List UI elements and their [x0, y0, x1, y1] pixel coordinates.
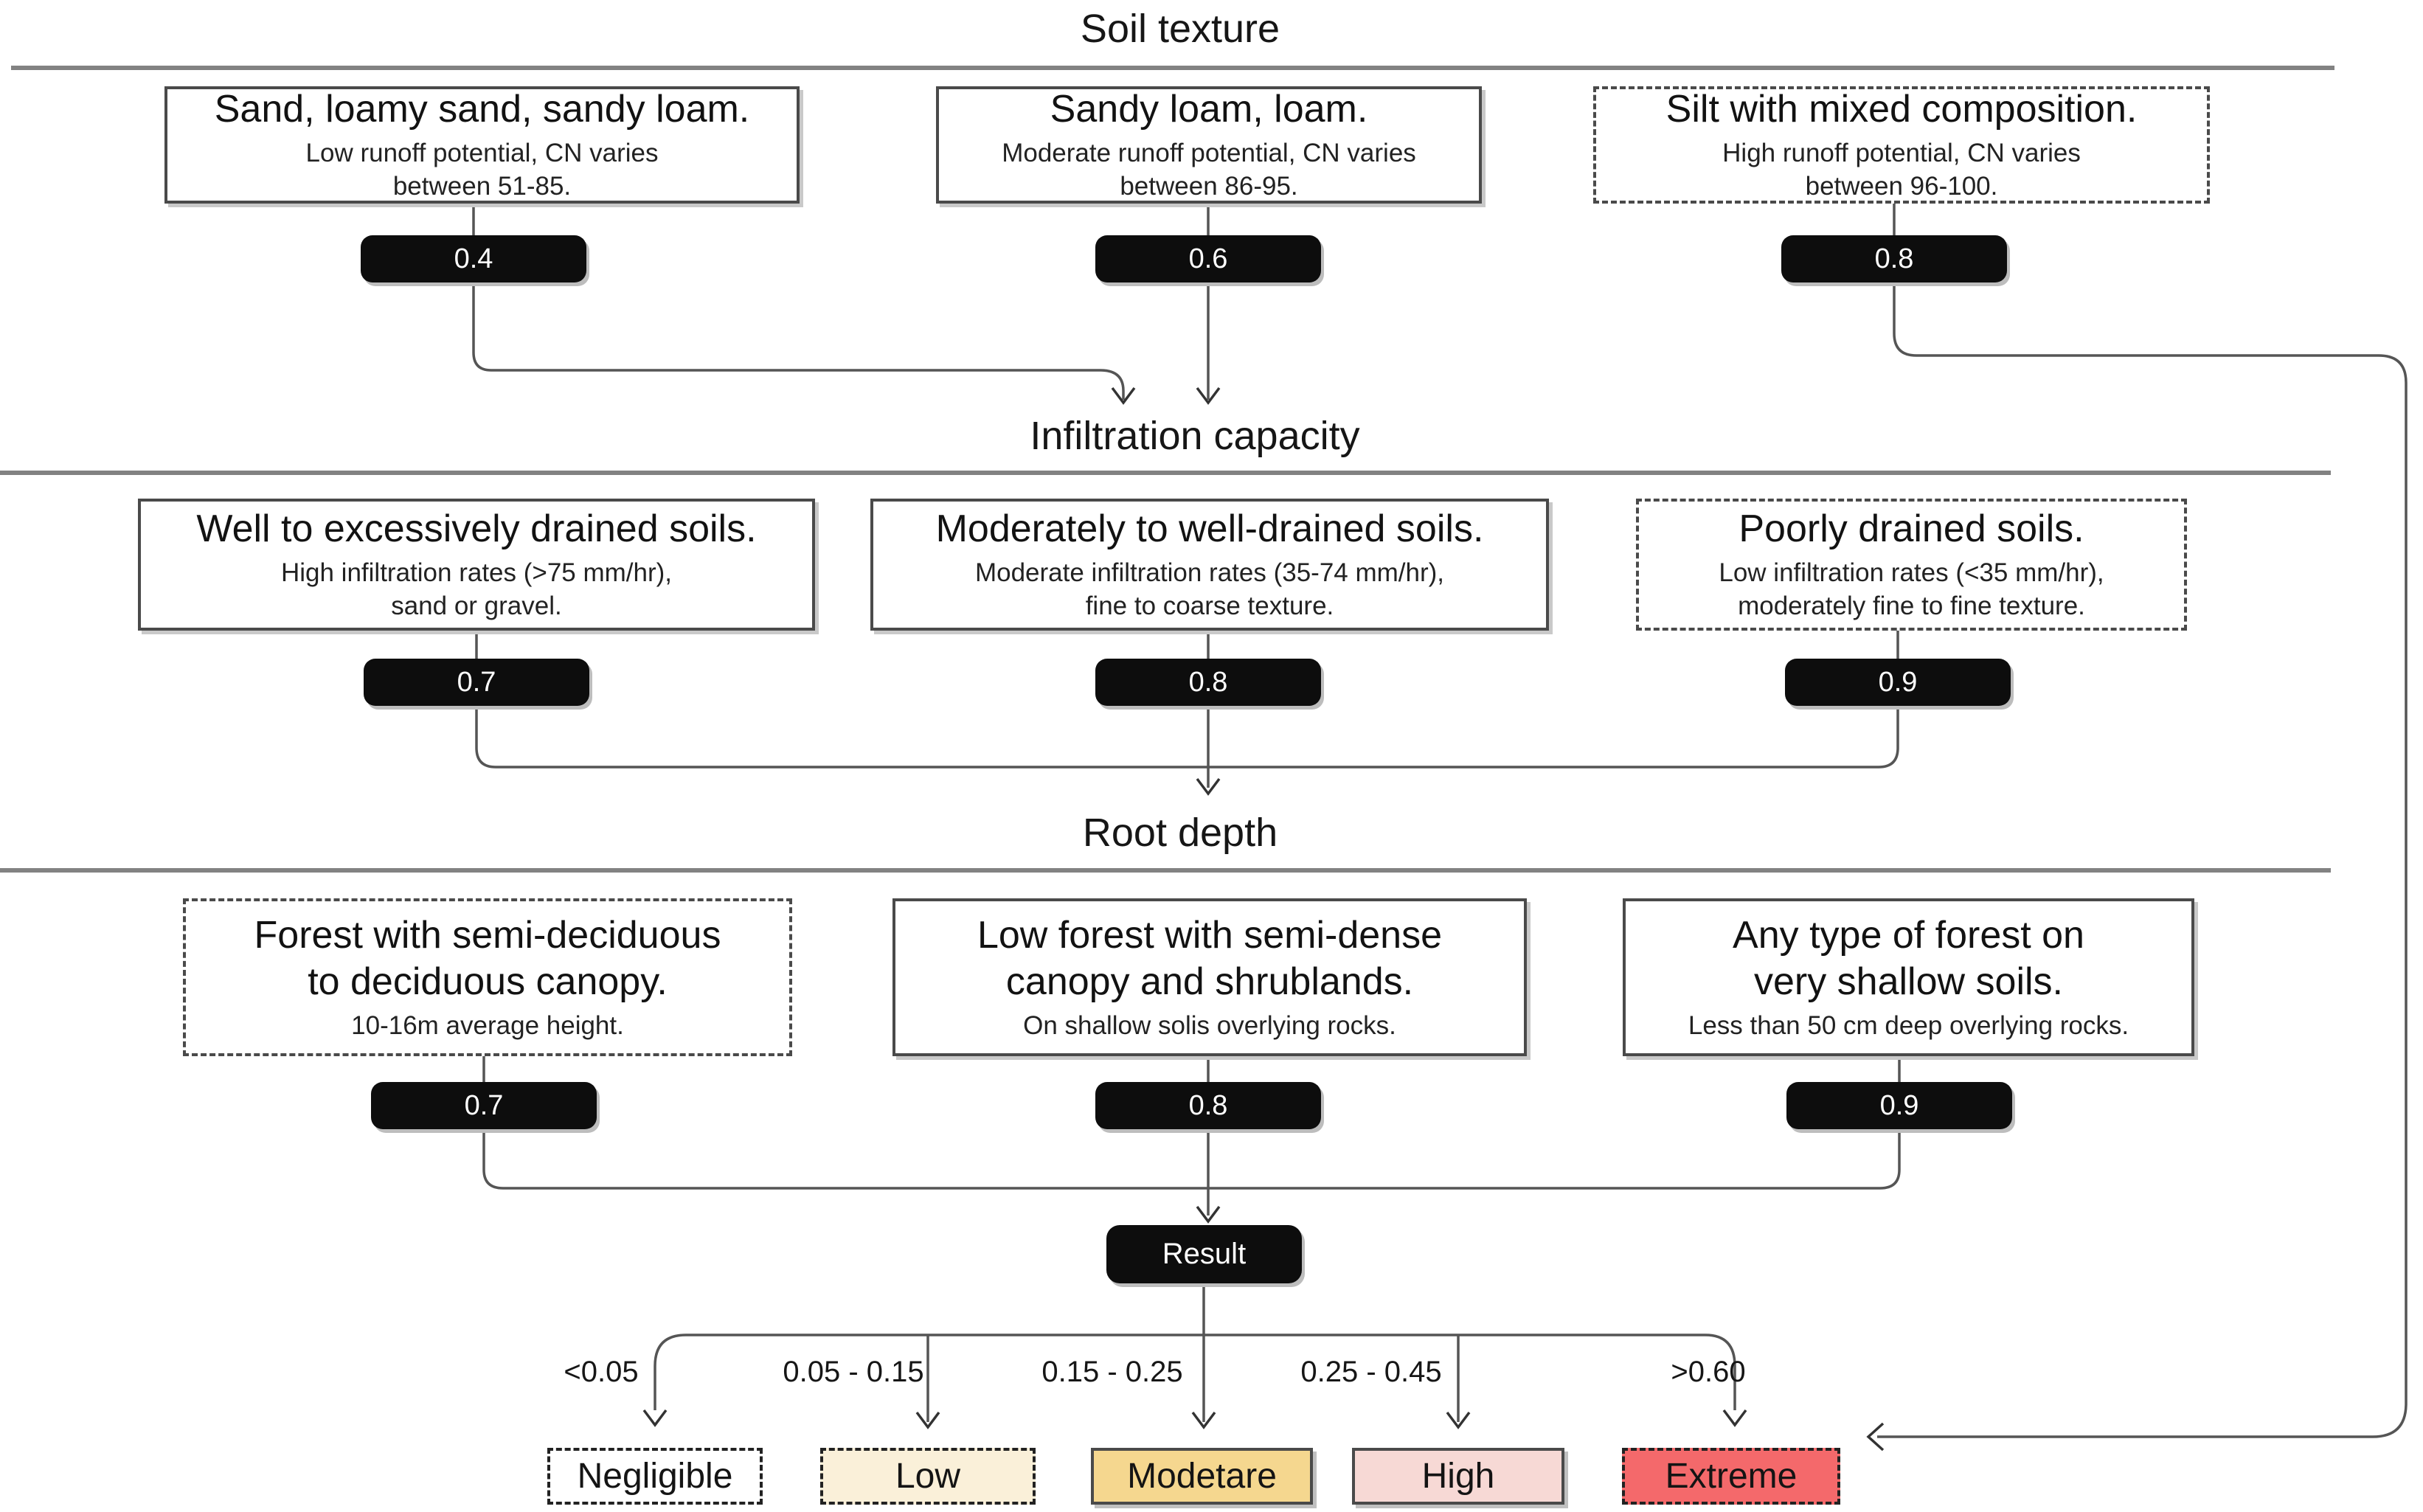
box-moderately-drained: Moderately to well-drained soils. Modera…: [870, 499, 1549, 631]
box-heading: Poorly drained soils.: [1739, 507, 2084, 551]
weight-badge-0.8-root: 0.8: [1095, 1082, 1321, 1129]
threshold-negligible: <0.05: [564, 1356, 639, 1388]
box-desc: Moderate runoff potential, CN varies bet…: [1002, 138, 1416, 201]
box-heading: Any type of forest on very shallow soils…: [1733, 913, 2084, 1004]
box-heading: Well to excessively drained soils.: [196, 507, 757, 551]
weight-badge-0.7-infiltration: 0.7: [364, 659, 589, 706]
box-heading: Silt with mixed composition.: [1665, 88, 2138, 131]
box-forest-shallow-soils: Any type of forest on very shallow soils…: [1623, 898, 2194, 1056]
connector-silt-to-extreme: [1877, 282, 2408, 1438]
category-low: Low: [820, 1448, 1036, 1505]
box-heading: Forest with semi-deciduous to deciduous …: [254, 913, 721, 1004]
box-poorly-drained: Poorly drained soils. Low infiltration r…: [1636, 499, 2187, 631]
category-moderate: Modetare: [1091, 1448, 1313, 1505]
box-desc: High infiltration rates (>75 mm/hr), san…: [280, 558, 673, 621]
arrow-left-extreme: [1866, 1422, 1885, 1452]
weight-badge-0.8-soil: 0.8: [1781, 235, 2007, 282]
title-root-depth: Root depth: [1082, 811, 1278, 855]
weight-badge-0.4: 0.4: [361, 235, 586, 282]
connector-row1-left: [472, 282, 1125, 400]
arrow-down-row3: [1196, 1205, 1221, 1224]
arrow-down-extreme: [1722, 1409, 1747, 1427]
arrowheads: [642, 386, 1885, 1452]
box-heading: Low forest with semi-dense canopy and sh…: [977, 913, 1443, 1004]
distribution-rail: [654, 1334, 1736, 1410]
branch-stems: [926, 1335, 1460, 1422]
box-silt-mixed: Silt with mixed composition. High runoff…: [1593, 86, 2210, 204]
result-badge: Result: [1106, 1225, 1302, 1283]
box-semi-deciduous-forest: Forest with semi-deciduous to deciduous …: [183, 898, 792, 1056]
title-infiltration-capacity: Infiltration capacity: [1030, 414, 1360, 458]
threshold-high: 0.25 - 0.45: [1300, 1356, 1442, 1388]
box-desc: Less than 50 cm deep overlying rocks.: [1688, 1010, 2129, 1040]
weight-badge-0.7-root: 0.7: [371, 1082, 597, 1129]
box-desc: 10-16m average height.: [351, 1010, 624, 1040]
threshold-low: 0.05 - 0.15: [783, 1356, 924, 1388]
weight-badge-0.6: 0.6: [1095, 235, 1321, 282]
weight-badge-0.9-infiltration: 0.9: [1785, 659, 2011, 706]
box-desc: Low infiltration rates (<35 mm/hr), mode…: [1719, 558, 2104, 621]
category-extreme: Extreme: [1622, 1448, 1840, 1505]
arrow-down-high: [1446, 1411, 1471, 1429]
box-sand-loamy-sand: Sand, loamy sand, sandy loam. Low runoff…: [164, 86, 800, 204]
arrow-down-low: [915, 1411, 940, 1429]
arrow-down-negligible: [642, 1409, 668, 1427]
box-desc: On shallow solis overlying rocks.: [1023, 1010, 1396, 1040]
box-desc: Low runoff potential, CN varies between …: [305, 138, 659, 201]
arrow-down-row1-center: [1196, 386, 1221, 405]
box-badge-stems: [472, 204, 1901, 1082]
category-high: High: [1352, 1448, 1564, 1505]
box-heading: Sand, loamy sand, sandy loam.: [214, 88, 750, 131]
connector-lines: [472, 204, 2408, 1438]
connector-row3-join: [482, 1129, 1901, 1190]
threshold-moderate: 0.15 - 0.25: [1041, 1356, 1183, 1388]
box-heading: Sandy loam, loam.: [1050, 88, 1368, 131]
connector-row2-join: [475, 706, 1899, 769]
box-well-drained: Well to excessively drained soils. High …: [138, 499, 815, 631]
box-sandy-loam-loam: Sandy loam, loam. Moderate runoff potent…: [936, 86, 1482, 204]
box-desc: High runoff potential, CN varies between…: [1722, 138, 2081, 201]
box-low-forest-shrublands: Low forest with semi-dense canopy and sh…: [892, 898, 1527, 1056]
box-heading: Moderately to well-drained soils.: [935, 507, 1484, 551]
box-desc: Moderate infiltration rates (35-74 mm/hr…: [974, 558, 1445, 621]
threshold-extreme: >0.60: [1671, 1356, 1746, 1388]
arrow-down-row2: [1196, 777, 1221, 796]
title-soil-texture: Soil texture: [1080, 7, 1280, 51]
arrow-down-moderate: [1191, 1411, 1216, 1429]
category-negligible: Negligible: [547, 1448, 763, 1505]
arrow-down-row1-left: [1111, 386, 1136, 405]
weight-badge-0.8-infiltration: 0.8: [1095, 659, 1321, 706]
weight-badge-0.9-root: 0.9: [1786, 1082, 2012, 1129]
